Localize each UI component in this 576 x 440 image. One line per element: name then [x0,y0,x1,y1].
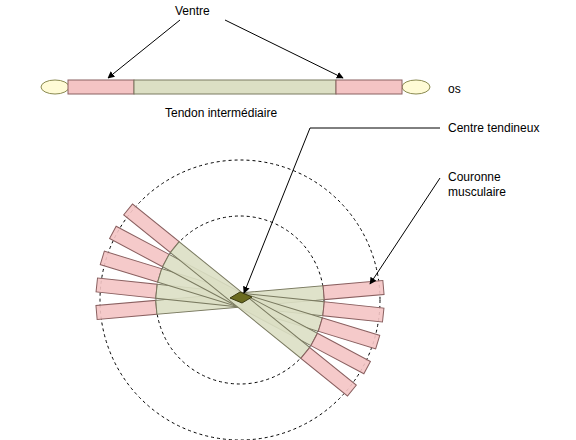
digastric-muscle [41,80,430,94]
muscle-strip [124,204,357,396]
leader-line [370,178,440,284]
leader-line [225,20,343,78]
part-label: Ventre [175,4,255,19]
radial-muscle [96,160,384,440]
muscle-strip [96,278,384,322]
muscle-strip [110,226,371,374]
part-label: Couronne musculaire [448,170,548,200]
part-label: Centre tendineux [448,121,568,136]
part-label: Tendon intermédiaire [165,106,305,121]
leader-line [108,20,180,78]
leader-line [244,128,310,293]
part-label: os [448,82,488,97]
leader-line [310,128,440,129]
muscle-strip [100,251,380,349]
